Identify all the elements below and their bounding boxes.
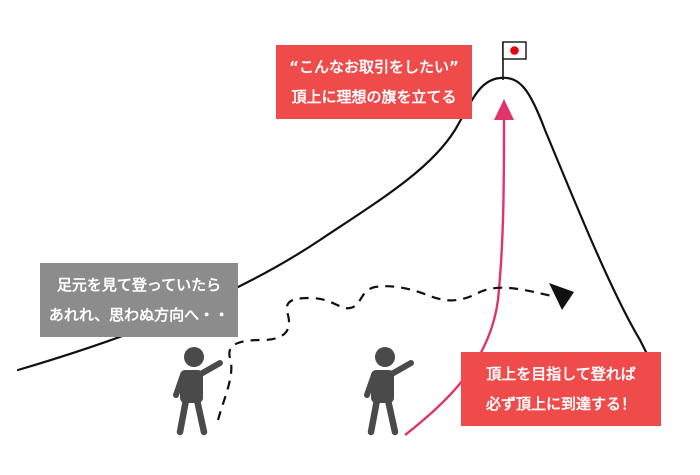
person-left-icon: [173, 347, 223, 436]
wandering-arrowhead: [549, 283, 574, 310]
summit-goal-line1: “こんなお取引をしたい”: [289, 58, 459, 76]
wandering-label: 足元を見て登っていたら あれれ、思わぬ方向へ・・: [40, 263, 238, 337]
direct-path-line: [404, 117, 506, 436]
direct-path-label: 頂上を目指して登れば 必ず頂上に到達する！: [461, 352, 661, 426]
summit-goal-line2: 頂上に理想の旗を立てる: [291, 88, 457, 106]
wandering-line1: 足元を見て登っていたら: [56, 276, 222, 294]
wandering-path: [216, 285, 553, 421]
direct-arrowhead: [494, 99, 514, 120]
summit-goal-label: “こんなお取引をしたい” 頂上に理想の旗を立てる: [276, 45, 472, 119]
wandering-line2: あれれ、思わぬ方向へ・・: [48, 306, 230, 324]
direct-path-line2: 必ず頂上に到達する！: [485, 395, 636, 413]
japan-flag-icon: [502, 41, 527, 80]
person-right-icon: [364, 347, 414, 436]
direct-path-line1: 頂上を目指して登れば: [486, 365, 636, 383]
